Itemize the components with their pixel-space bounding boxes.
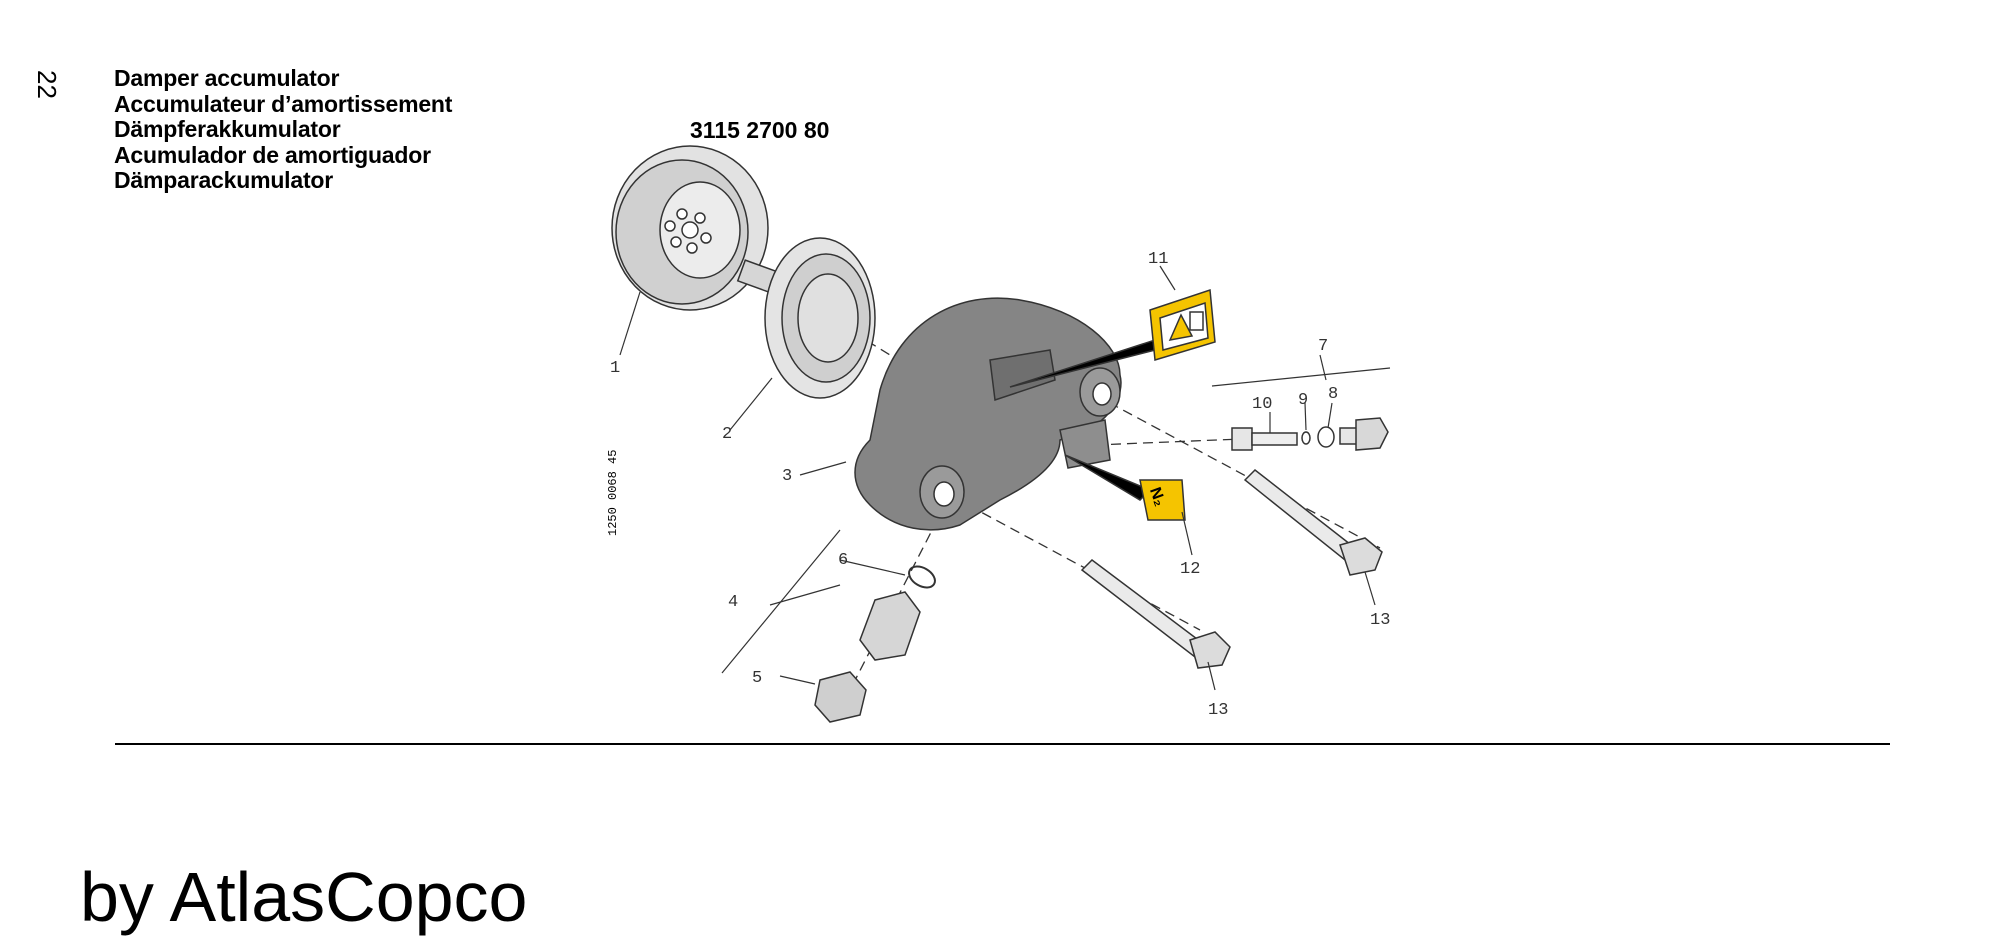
n2-symbol: N₂	[1146, 485, 1168, 508]
callout-3: 3	[782, 467, 792, 486]
callout-8: 8	[1328, 385, 1338, 404]
part-number: 3115 2700 80	[690, 117, 830, 143]
washer-part	[1301, 426, 1335, 448]
title-fr: Accumulateur d’amortissement	[114, 90, 453, 117]
callout-2: 2	[722, 425, 732, 444]
title-es: Acumulador de amortiguador	[114, 141, 431, 168]
n2-label-part: N₂	[1064, 454, 1186, 521]
leader-lines	[619, 265, 1391, 691]
bolt-part-lower	[1080, 559, 1231, 669]
section-divider	[115, 743, 1890, 745]
callout-9: 9	[1298, 391, 1308, 410]
screw-part	[1231, 427, 1298, 451]
nut-part	[814, 671, 867, 723]
fitting-part	[1339, 417, 1389, 451]
callout-7: 7	[1318, 337, 1328, 356]
footer-brand: by AtlasCopco	[80, 858, 528, 936]
title-list: Damper accumulator Accumulateur d’amorti…	[114, 65, 453, 194]
callout-5: 5	[752, 669, 762, 688]
title-de: Dämpferakkumulator	[114, 116, 341, 142]
bolt-part-upper	[1243, 469, 1383, 576]
accumulator-body	[854, 297, 1122, 531]
adapter-part	[859, 591, 921, 661]
callout-4: 4	[728, 593, 738, 612]
title-sv: Dämparackumulator	[114, 167, 334, 193]
title-en: Damper accumulator	[114, 65, 340, 91]
callout-13-lower: 13	[1208, 701, 1228, 720]
flange-part	[736, 237, 876, 399]
warning-label-part	[1009, 288, 1216, 388]
callout-12: 12	[1180, 560, 1200, 579]
callout-10: 10	[1252, 395, 1272, 414]
callout-6: 6	[838, 551, 848, 570]
pulley-part	[611, 145, 769, 311]
callout-13-upper: 13	[1370, 611, 1390, 630]
o-ring-part	[908, 565, 936, 589]
callout-1: 1	[610, 359, 620, 378]
callout-11: 11	[1148, 250, 1168, 269]
